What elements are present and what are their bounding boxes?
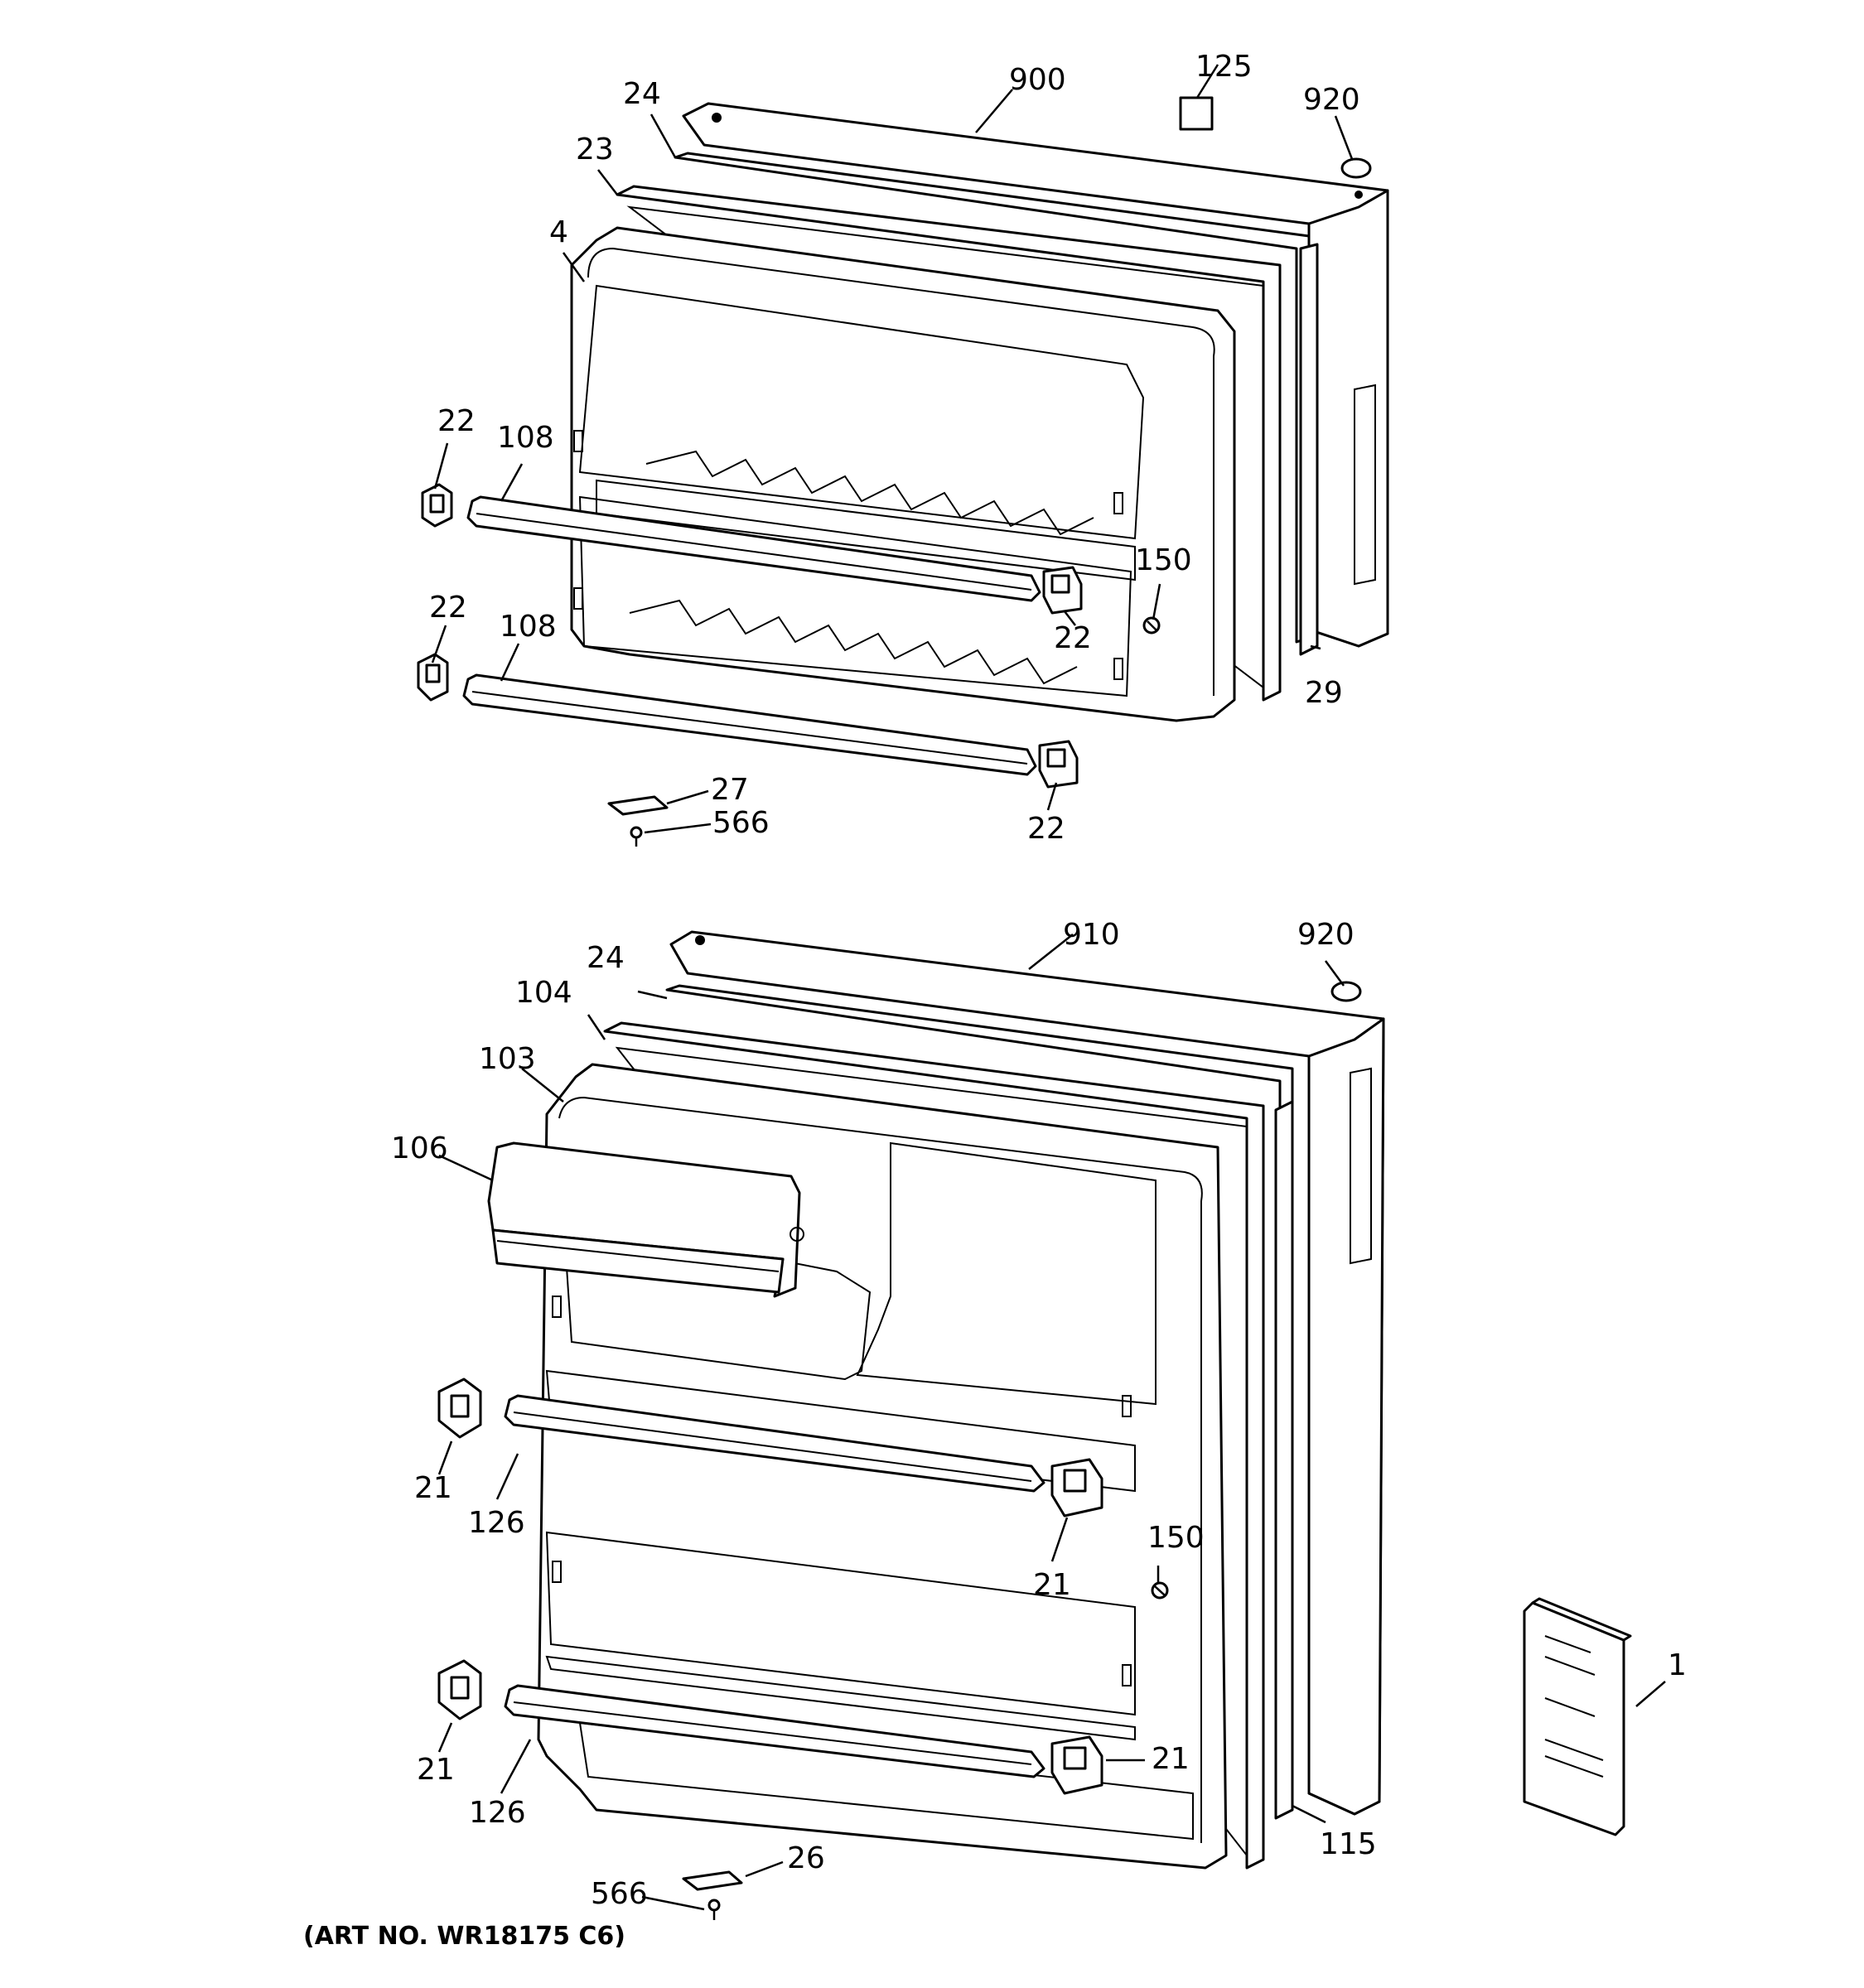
leader-lines — [431, 64, 1666, 1911]
shelf-clip-bottom-right — [1038, 740, 1079, 789]
callout-21-lower-left: 21 — [417, 1753, 455, 1787]
callout-22-top-right: 22 — [1054, 621, 1092, 655]
freezer-door-stop-screw — [1142, 616, 1161, 635]
callout-150-bottom: 150 — [1147, 1521, 1205, 1555]
fresh-food-hinge-plug — [1330, 981, 1362, 1002]
callout-24-bottom: 24 — [587, 941, 625, 975]
shelf-clip-top-right — [1042, 566, 1083, 615]
callout-103: 103 — [479, 1042, 536, 1076]
shelf-clip-top-left — [421, 483, 453, 528]
freezer-shelf-bar-lower — [462, 673, 1037, 776]
freezer-hinge-plug — [1340, 157, 1372, 179]
callout-labels: 900 125 920 24 23 4 22 108 150 22 22 108… — [391, 50, 1687, 1911]
callout-125: 125 — [1195, 50, 1253, 84]
callout-126-lower: 126 — [469, 1796, 526, 1830]
callout-4: 4 — [549, 215, 568, 249]
callout-21-lower-right: 21 — [1152, 1742, 1190, 1776]
callout-24-top: 24 — [623, 77, 661, 111]
fresh-food-shelf-bar-lower — [504, 1684, 1045, 1778]
callout-920-top: 920 — [1303, 83, 1360, 117]
door-rack-clip-lower-left — [437, 1659, 482, 1720]
shelf-clip-mid-left — [417, 653, 449, 702]
door-rack-clip-lower-right — [1050, 1735, 1103, 1795]
fresh-food-hinge-bracket — [682, 1870, 743, 1891]
fresh-food-door-stop-screw — [1151, 1581, 1169, 1600]
callout-900: 900 — [1009, 63, 1066, 97]
fresh-food-shelf-bar-upper — [504, 1394, 1045, 1493]
callout-23: 23 — [576, 133, 614, 166]
callout-22-bottom-right: 22 — [1027, 812, 1065, 846]
callout-26: 26 — [787, 1841, 825, 1875]
callout-104: 104 — [515, 976, 572, 1010]
fresh-food-hinge-screw — [707, 1899, 721, 1920]
dairy-compartment-door — [487, 1141, 804, 1298]
door-rack-clip-upper-left — [437, 1378, 482, 1439]
owners-manual — [1523, 1597, 1632, 1836]
callout-106: 106 — [391, 1132, 448, 1165]
callout-566-bottom: 566 — [591, 1877, 648, 1911]
callout-115: 115 — [1320, 1827, 1377, 1861]
callout-29: 29 — [1305, 676, 1343, 710]
callout-108-upper: 108 — [497, 421, 554, 455]
callout-21-upper-left: 21 — [414, 1471, 452, 1505]
fresh-food-outer-door-panel — [669, 930, 1385, 1816]
callout-566-top: 566 — [712, 806, 770, 840]
callout-108-lower: 108 — [500, 610, 557, 644]
fresh-food-side-trim-strip — [1274, 1100, 1294, 1820]
callout-27: 27 — [711, 773, 749, 807]
freezer-door-liner — [570, 226, 1236, 722]
callout-150-top: 150 — [1135, 543, 1192, 577]
callout-1: 1 — [1668, 1648, 1687, 1682]
callout-920-bottom: 920 — [1297, 918, 1355, 952]
freezer-hinge-bracket — [607, 795, 669, 816]
freezer-door-assembly — [417, 96, 1389, 847]
callout-22-mid-left: 22 — [429, 591, 467, 625]
door-rack-clip-upper-right — [1050, 1458, 1103, 1518]
callout-22-top-left: 22 — [437, 404, 476, 438]
callout-126-upper: 126 — [468, 1506, 525, 1540]
freezer-hinge-cap — [1179, 96, 1214, 131]
fresh-food-door-assembly — [437, 930, 1632, 1920]
freezer-side-trim-strip — [1299, 243, 1319, 656]
callout-910: 910 — [1063, 918, 1120, 952]
callout-21-upper-right: 21 — [1033, 1568, 1071, 1602]
freezer-shelf-bar-upper — [466, 495, 1041, 602]
freezer-hinge-screw — [630, 826, 643, 847]
art-number-label: (ART NO. WR18175 C6) — [303, 1922, 625, 1951]
